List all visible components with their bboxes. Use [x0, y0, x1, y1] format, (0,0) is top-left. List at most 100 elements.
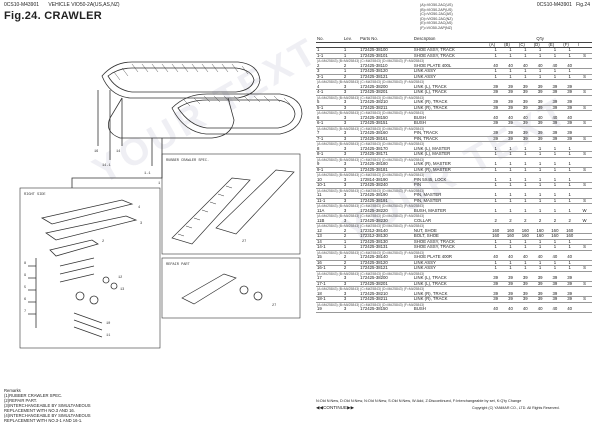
serial-note: (A=M#25843) (B=M#25843) (C=M#25843) (D=M… — [317, 80, 425, 84]
cell-qty: S — [577, 198, 592, 204]
cell-description: PIN — [412, 182, 489, 189]
cell-lev: 3 — [342, 281, 360, 287]
serial-note-row: (A=M#25843) (B=M#25843) (C=M#25843) (D=M… — [316, 250, 592, 255]
cell-no: 6-1 — [316, 120, 343, 127]
cell-part-no[interactable]: 172425-38240 — [359, 182, 413, 189]
cell-no: 1 — [316, 47, 343, 54]
cell-part-no[interactable]: 172425-38120 — [359, 260, 413, 266]
copyright: Copyright (C) YANMAR CO., LTD. All Right… — [472, 406, 560, 410]
serial-note-row: (A=M#25843) (B=M#25843) (C=M#25843) (D=M… — [316, 111, 592, 116]
continue-label[interactable]: CONTINUE — [323, 405, 348, 410]
cell-no: 1-1 — [316, 53, 343, 59]
cell-qty: 1 — [532, 265, 548, 272]
cell-qty: 1 — [503, 53, 518, 59]
cell-qty: 40 — [547, 255, 563, 261]
cell-qty: 160 — [488, 228, 504, 234]
cell-qty: 2 — [517, 218, 533, 224]
model-name: VEHICLE VIO50-2A(US,AS,NZ) — [48, 2, 120, 8]
cell-part-no[interactable]: 172312-38130 — [359, 233, 413, 240]
cell-qty: 1 — [517, 47, 533, 54]
serial-note: (A=M#25843) (B=M#25843) (C=M#25843) (D=M… — [317, 214, 425, 218]
cell-part-no[interactable]: 172425-38181 — [359, 167, 413, 173]
cell-qty: 1 — [547, 53, 563, 59]
cell-no: 12 — [316, 228, 343, 234]
cell-part-no[interactable]: 172425-38101 — [359, 53, 413, 59]
cell-qty: 1 — [503, 151, 518, 158]
continue-link[interactable]: ◀◀CONTINUE▶▶ — [316, 405, 355, 410]
cell-part-no[interactable]: 172425-38150 — [359, 307, 413, 313]
cell-qty: 40 — [503, 63, 518, 69]
cell-qty: 1 — [532, 239, 548, 245]
cell-part-no[interactable]: 172425-38220 — [359, 208, 413, 214]
cell-no: 11 — [316, 193, 343, 199]
table-header-row: No. Lev. Parts No. Description Q'ty — [316, 37, 592, 43]
cell-qty: 1 — [503, 177, 518, 183]
cell-part-no[interactable]: 172425-38201 — [359, 89, 413, 96]
cell-qty: 1 — [488, 177, 504, 183]
cell-part-no[interactable]: 172425-38110 — [359, 63, 413, 69]
cell-part-no[interactable]: 172425-38210 — [359, 100, 413, 106]
cell-no: 5-1 — [316, 105, 343, 111]
cell-qty: 1 — [517, 260, 533, 266]
cell-qty: 1 — [488, 244, 504, 251]
cell-part-no[interactable]: 172425-38171 — [359, 151, 413, 158]
remark-line: (1)RUBBER CRAWLER SPEC. — [4, 393, 63, 398]
cell-description: BUSH — [412, 307, 489, 313]
cell-qty: S — [577, 151, 592, 158]
cell-qty: 2 — [532, 218, 548, 224]
cell-part-no[interactable]: 172425-38200 — [359, 84, 413, 90]
cell-part-no[interactable]: 172425-38130 — [359, 239, 413, 245]
cell-description: PIN 5X45, LOCK — [412, 177, 489, 183]
cell-part-no[interactable]: 172425-38211 — [359, 296, 413, 303]
cell-part-no[interactable]: 172425-38131 — [359, 244, 413, 251]
cell-part-no[interactable]: 172425-38191 — [359, 198, 413, 204]
cell-part-no[interactable]: 172425-38161 — [359, 136, 413, 142]
cell-part-no[interactable]: 172425-38190 — [359, 193, 413, 199]
parts-table: No. Lev. Parts No. Description Q'ty (A)(… — [316, 37, 592, 313]
cell-part-no[interactable]: 172814-38190 — [359, 177, 413, 183]
cell-lev: 3 — [342, 193, 360, 199]
cell-no: 13 — [316, 233, 343, 240]
cell-part-no[interactable]: 172425-38170 — [359, 146, 413, 152]
cell-part-no[interactable]: 172425-38150 — [359, 115, 413, 121]
cell-part-no[interactable]: 172425-38210 — [359, 291, 413, 297]
cell-qty: 1 — [562, 167, 578, 173]
cell-qty: 39 — [532, 89, 548, 96]
qty-col-header: (B) — [503, 42, 518, 48]
cell-description: BOLT, SHOE — [412, 233, 489, 240]
cell-no: 4-1 — [316, 89, 343, 96]
serial-note: (A=M#25843) (B=M#25843) (C=M#25843) (D=M… — [317, 157, 425, 162]
cell-part-no[interactable]: 172312-38140 — [359, 228, 413, 234]
cell-part-no[interactable]: 172425-38151 — [359, 120, 413, 127]
cell-part-no[interactable]: 172425-38100 — [359, 47, 413, 54]
cell-part-no[interactable]: 172425-38200 — [359, 276, 413, 282]
cell-part-no[interactable]: 172425-38140 — [359, 255, 413, 261]
cell-part-no[interactable]: 172425-38201 — [359, 281, 413, 287]
cell-qty: W — [577, 208, 592, 214]
cell-qty: 1 — [517, 177, 533, 183]
cell-part-no[interactable]: 172425-38121 — [359, 74, 413, 80]
cell-qty: 39 — [517, 131, 533, 137]
cell-qty: 40 — [517, 307, 533, 313]
remarks: Remarks (1)RUBBER CRAWLER SPEC. (2)REPAI… — [4, 388, 91, 423]
cell-description: LINK (R), TRACK — [412, 105, 489, 111]
cell-qty: 1 — [517, 151, 533, 158]
cell-part-no[interactable]: 172425-38180 — [359, 162, 413, 168]
remark-line: REPLACEMENT WITH NO.3-1 AND 16-1. — [4, 418, 83, 423]
cell-qty: 39 — [547, 100, 563, 106]
cell-part-no[interactable]: 172425-38121 — [359, 265, 413, 272]
cell-part-no[interactable]: 172425-38230 — [359, 218, 413, 224]
cell-qty: 160 — [488, 233, 504, 240]
cell-lev: 2 — [342, 63, 360, 69]
cell-part-no[interactable]: 172425-38160 — [359, 131, 413, 137]
serial-note: (A=M#25843) (B=M#25843) (C=M#25843) (D=M… — [317, 271, 425, 276]
cell-part-no[interactable]: 172425-38211 — [359, 105, 413, 111]
cell-qty: 1 — [517, 244, 533, 251]
cell-part-no[interactable]: 172425-38120 — [359, 68, 413, 75]
cell-qty: 2 — [547, 218, 563, 224]
cell-qty: 39 — [517, 296, 533, 303]
cell-qty: 1 — [547, 162, 563, 168]
